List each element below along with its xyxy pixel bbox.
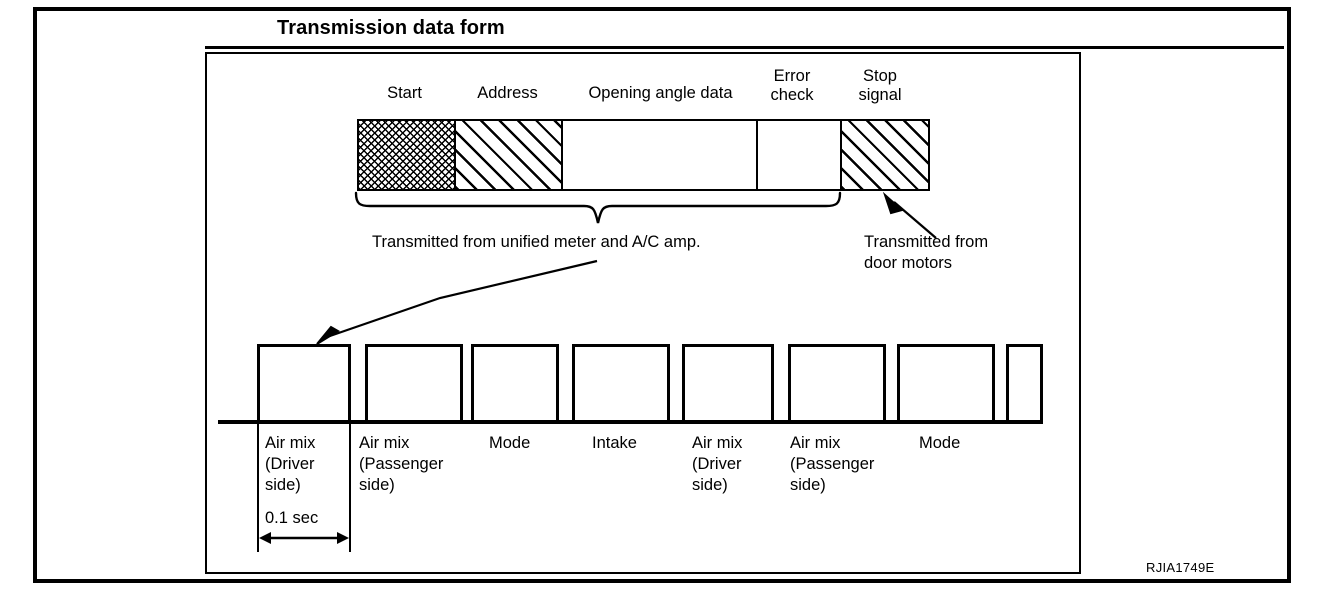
timing-baseline xyxy=(218,420,1043,424)
timing-diagram xyxy=(218,338,1058,428)
frame-label-stop-signal: Stop signal xyxy=(858,67,902,105)
timing-label-2: Air mix (Passenger side) xyxy=(359,434,444,494)
frame-segment-start xyxy=(359,121,454,189)
annotation-door-motor-source: Transmitted from door motors xyxy=(864,233,989,272)
outer-border xyxy=(33,7,1291,583)
timing-pulse-1 xyxy=(257,344,351,420)
frame-label-start: Start xyxy=(387,84,422,102)
frame-segment-error-check xyxy=(756,121,840,189)
frame-segment-stop-signal xyxy=(840,121,928,189)
timing-duration-label: 0.1 sec xyxy=(265,509,319,527)
meter-source-leader-line xyxy=(316,259,598,345)
frame-segment-opening-angle-data xyxy=(561,121,756,189)
timing-label-6: Air mix (Passenger side) xyxy=(790,434,875,494)
source-brace xyxy=(354,191,842,224)
title-underline xyxy=(205,46,1284,49)
timing-label-1: Air mix (Driver side) xyxy=(265,434,316,494)
frame-label-address: Address xyxy=(477,84,538,102)
annotation-meter-source: Transmitted from unified meter and A/C a… xyxy=(372,233,701,251)
frame-segment-address xyxy=(454,121,561,189)
reference-code: RJIA1749E xyxy=(1146,560,1215,575)
timing-pulse-5 xyxy=(682,344,774,420)
timing-label-3: Mode xyxy=(489,434,531,452)
timing-label-5: Air mix (Driver side) xyxy=(692,434,743,494)
transmission-frame-bar xyxy=(357,119,930,191)
timing-pulse-8 xyxy=(1006,344,1043,420)
timing-pulse-3 xyxy=(471,344,559,420)
timing-pulse-7 xyxy=(897,344,995,420)
period-tick-left xyxy=(257,424,259,552)
frame-label-error-check: Error check xyxy=(770,67,814,105)
frame-label-opening-angle-data: Opening angle data xyxy=(588,84,733,102)
door-motor-arrow xyxy=(882,191,937,239)
timing-pulse-2 xyxy=(365,344,463,420)
period-tick-right xyxy=(349,424,351,552)
timing-pulse-4 xyxy=(572,344,670,420)
timing-pulse-6 xyxy=(788,344,886,420)
page-title: Transmission data form xyxy=(277,17,505,39)
timing-label-7: Mode xyxy=(919,434,961,452)
timing-label-4: Intake xyxy=(592,434,637,452)
figure-panel xyxy=(205,52,1081,574)
duration-dimension-arrow xyxy=(259,532,349,544)
